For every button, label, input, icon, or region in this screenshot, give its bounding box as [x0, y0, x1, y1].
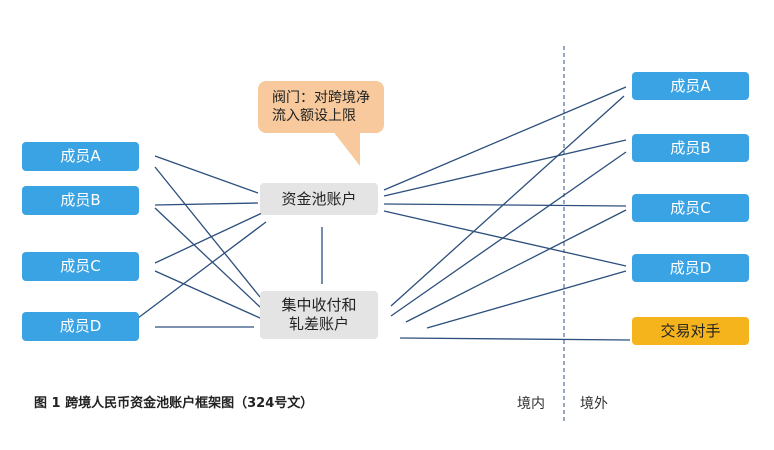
region-overseas-label: 境外	[580, 396, 608, 412]
line-pool-right-a	[383, 86, 627, 191]
valve-callout: 阀门：对跨境净 流入额设上限	[258, 81, 384, 133]
right-member-d-label: 成员D	[669, 258, 712, 277]
line-left-c-settle	[154, 270, 261, 319]
line-left-b-settle	[154, 207, 261, 308]
callout-tail	[332, 130, 360, 166]
line-left-a-pool	[154, 155, 259, 194]
line-left-b-pool	[154, 202, 259, 206]
left-member-d-label: 成员D	[59, 317, 102, 336]
line-settle-right-c	[405, 209, 627, 323]
counterparty-label: 交易对手	[660, 321, 721, 340]
left-member-a: 成员A	[22, 142, 139, 171]
line-left-c-pool	[154, 212, 263, 264]
right-member-c: 成员C	[632, 194, 749, 222]
pool-account: 资金池账户	[260, 183, 378, 215]
left-member-b-label: 成员B	[60, 191, 101, 210]
left-member-d: 成员D	[22, 312, 139, 341]
left-member-a-label: 成员A	[60, 147, 101, 166]
left-member-c: 成员C	[22, 252, 139, 281]
line-settle-counterparty	[399, 337, 631, 341]
line-settle-right-b	[390, 151, 627, 317]
counterparty: 交易对手	[632, 317, 749, 345]
right-member-a-label: 成员A	[670, 76, 711, 95]
settlement-account: 集中收付和 轧差账户	[260, 291, 378, 339]
line-pool-right-d	[383, 210, 627, 267]
line-settle-right-d	[426, 270, 627, 329]
left-member-c-label: 成员C	[60, 257, 101, 276]
region-domestic-label: 境内	[517, 396, 545, 412]
settlement-account-label: 集中收付和 轧差账户	[281, 296, 357, 333]
left-member-b: 成员B	[22, 186, 139, 215]
line-left-d-pool	[137, 221, 267, 319]
figure-caption: 图 1 跨境人民币资金池账户框架图（324号文）	[34, 396, 314, 411]
line-left-a-settle	[154, 166, 261, 298]
right-member-b-label: 成员B	[670, 138, 711, 157]
line-settle-right-a	[390, 95, 625, 307]
right-member-a: 成员A	[632, 72, 749, 100]
right-member-b: 成员B	[632, 134, 749, 162]
pool-account-label: 资金池账户	[281, 189, 357, 208]
valve-callout-text: 阀门：对跨境净 流入额设上限	[272, 89, 370, 124]
line-pool-right-c	[383, 203, 627, 207]
right-member-d: 成员D	[632, 254, 749, 282]
right-member-c-label: 成员C	[670, 198, 711, 217]
line-pool-right-b	[383, 139, 627, 197]
